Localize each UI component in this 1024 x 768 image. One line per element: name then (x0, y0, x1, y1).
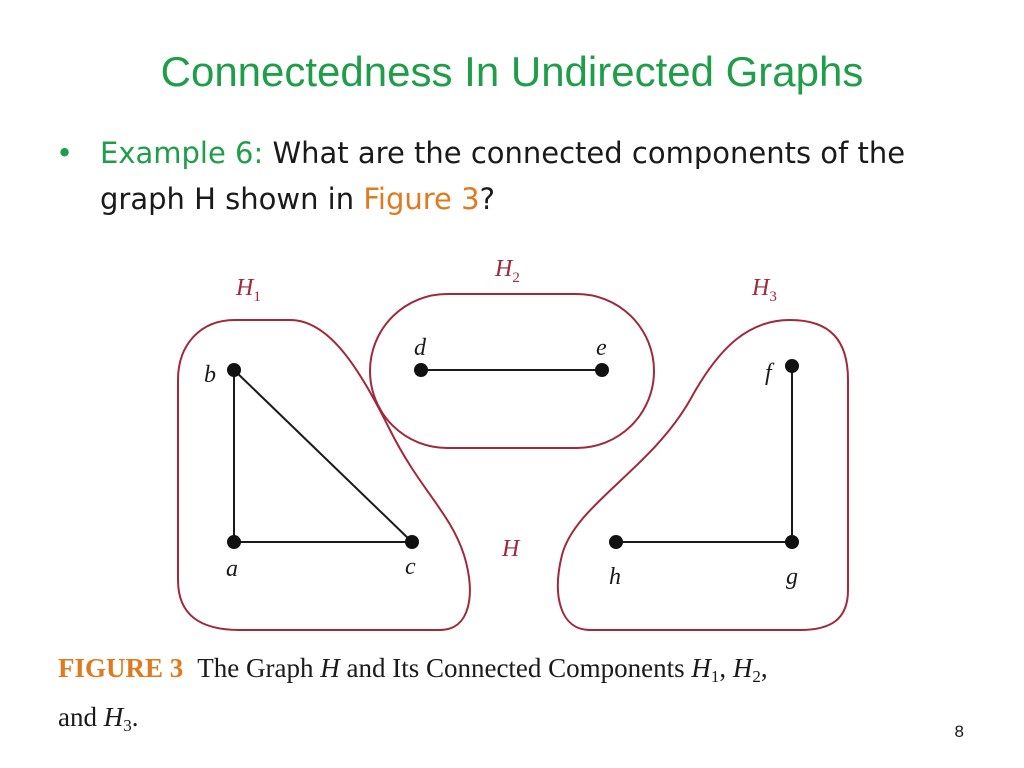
caption-c1: H (691, 653, 711, 683)
caption-c3: H (103, 702, 124, 732)
component-label-h3: H3 (751, 275, 777, 305)
vertex-d (414, 363, 428, 377)
figure-caption: FIGURE 3 The Graph H and Its Connected Co… (58, 653, 768, 735)
component-h3-outline (556, 318, 849, 631)
caption-s2: 2 (752, 667, 761, 686)
example-label: Example 6: (100, 136, 264, 170)
vertex-label-a: a (226, 556, 238, 582)
vertex-e (595, 363, 609, 377)
figure-link[interactable]: Figure 3 (363, 182, 480, 216)
bullet-dot-icon: • (56, 136, 74, 170)
vertex-label-d: d (414, 335, 427, 361)
caption-c2: H (732, 653, 753, 683)
caption-s3: 3 (123, 716, 132, 735)
vertex-h (609, 535, 623, 549)
caption-label: FIGURE 3 (58, 653, 184, 683)
vertex-f (785, 359, 799, 373)
vertex-c (405, 535, 419, 549)
caption-s1: 1 (710, 667, 720, 686)
question-mark: ? (479, 182, 495, 216)
component-h2-outline (369, 293, 655, 449)
caption-text-1: The Graph (197, 653, 314, 683)
slide-title: Connectedness In Undirected Graphs (160, 48, 864, 95)
component-label-h2: H2 (494, 256, 520, 286)
vertex-label-e: e (596, 335, 607, 361)
vertex-label-h: h (609, 564, 621, 590)
vertex-label-c: c (405, 554, 416, 580)
caption-h: H (320, 653, 340, 683)
component-h1-outline (177, 319, 471, 631)
vertex-label-f: f (765, 360, 775, 386)
vertex-label-g: g (786, 564, 798, 590)
caption-and: and (58, 702, 97, 732)
page-number: 8 (954, 722, 964, 741)
whole-graph-label: H (501, 536, 521, 562)
vertex-a (227, 535, 241, 549)
vertex-label-b: b (204, 362, 216, 388)
edge-b-c (233, 369, 413, 543)
caption-text-2: and Its Connected Components (346, 653, 685, 683)
vertex-g (785, 535, 799, 549)
bullet-text: Example 6: What are the connected compon… (100, 130, 980, 222)
question-text: What are the connected components of the… (100, 136, 906, 216)
vertex-b (227, 363, 241, 377)
component-label-h1: H1 (235, 275, 261, 305)
